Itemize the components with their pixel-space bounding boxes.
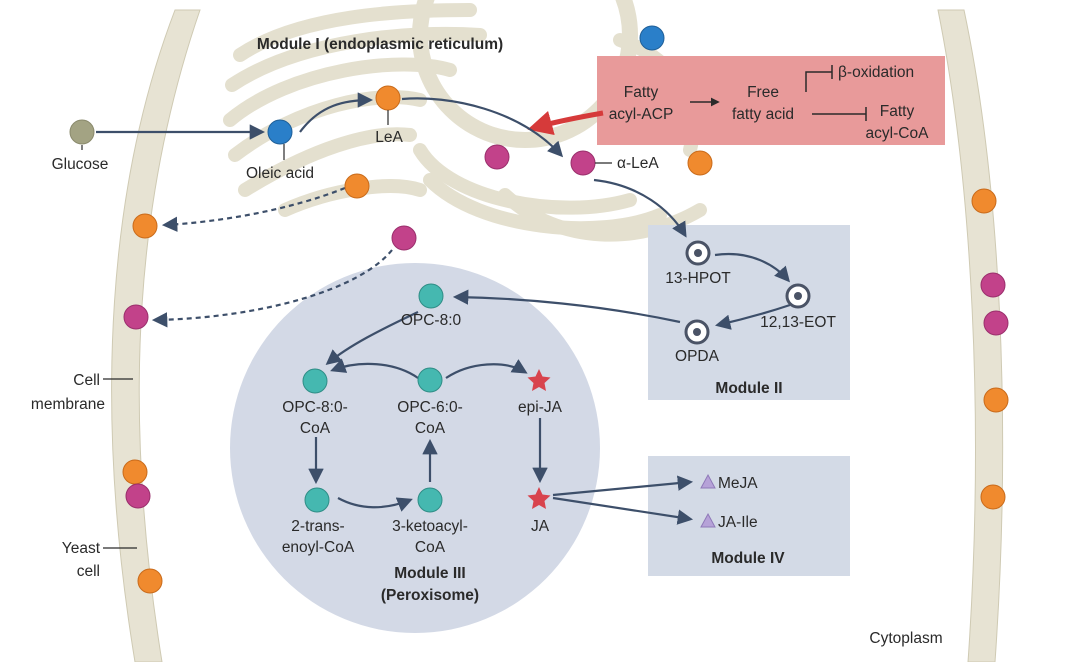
module-i-title: Module I (endoplasmic reticulum) [257,36,503,53]
export-arrows [151,186,393,328]
opc80coa-label-1: OPC-8:0- [282,399,347,416]
fatty-acyl-coa-label-2: acyl-CoA [866,125,930,142]
module-iii-subtitle: (Peroxisome) [381,587,479,604]
orange-dot-right [687,150,713,176]
opc80coa-dot [302,368,328,394]
ketoacyl-label-1: 3-ketoacyl- [392,518,468,535]
trans-enoyl-dot [304,487,330,513]
eot-ring [785,283,811,309]
membrane-magenta-2 [125,483,151,509]
lea-dot [375,85,401,111]
alpha-lea-export-arrow [151,249,393,328]
free-fatty-acid-label-1: Free [747,84,779,101]
opc80-dot [418,283,444,309]
opc60coa-to-opc80coa-arrow [330,358,419,379]
module-ii-title: Module II [715,380,782,397]
trans-to-keto-arrow [337,497,413,512]
epi-ja-star [527,369,551,391]
module-iii-title: Module III [394,565,465,582]
opc60coa-label-1: OPC-6:0- [397,399,462,416]
oleic-acid-label: Oleic acid [246,165,314,182]
glucose-label: Glucose [52,156,109,173]
opc60coa-dot [417,367,443,393]
peroxisome [230,263,600,633]
fatty-acyl-acp-label-1: Fatty [624,84,659,101]
red-supply-arrow [527,110,604,136]
membrane-orange-right-2 [983,387,1009,413]
magenta-dot-er-low [391,225,417,251]
opc60coa-label-2: CoA [415,420,446,437]
hpot-label: 13-HPOT [665,270,731,287]
trans-enoyl-label-2: enoyl-CoA [282,539,355,556]
ja-to-jaile-arrow [552,496,694,525]
lea-label: LeA [375,129,403,146]
ja-to-meja-arrow [552,475,694,497]
jaile-label: JA-Ile [718,514,758,531]
eot-label: 12,13-EOT [760,314,836,331]
blue-dot-top [639,25,665,51]
glucose-dot [69,119,95,145]
ketoacyl-label-2: CoA [415,539,446,556]
alpha-lea-label: α-LeA [617,155,659,172]
module-ii-box [648,225,850,400]
membrane-magenta-right-2 [983,310,1009,336]
alpha-lea-dot [570,150,596,176]
hpot-ring [685,240,711,266]
opda-label: OPDA [675,348,720,365]
alpha-lea-to-hpot-arrow [593,178,687,238]
oleic-to-lea-arrow [299,92,374,133]
oleic-acid-dot [267,119,293,145]
fatty-acyl-acp-label-2: acyl-ACP [609,106,674,123]
trans-enoyl-label-1: 2-trans- [291,518,344,535]
cell-membrane-label-2: membrane [31,396,105,413]
membrane-orange-right-3 [980,484,1006,510]
opda-to-opc80-arrow [452,289,681,324]
opc80coa-label-2: CoA [300,420,331,437]
magenta-dot-er [484,144,510,170]
opda-ring [684,319,710,345]
pathway-arrows [96,92,791,525]
membrane-magenta-right-1 [980,272,1006,298]
cell-membrane-label-1: Cell [73,372,100,389]
yeast-cell-label-1: Yeast [62,540,101,557]
ja-label: JA [531,518,550,535]
lea-to-alpha-lea-arrow [401,97,564,158]
ja-star [527,487,551,509]
meja-triangle [700,473,716,489]
fatty-acyl-coa-label-1: Fatty [880,103,915,120]
membrane-orange-right-1 [971,188,997,214]
free-fatty-acid-label-2: fatty acid [732,106,794,123]
module-iv-title: Module IV [711,550,785,567]
eot-to-opda-arrow [714,303,791,330]
inhibit-beta-oxidation-line [805,71,832,92]
fatty-acid-box [597,56,945,145]
meja-label: MeJA [718,475,758,492]
leader-lines [81,110,612,549]
opc80-to-opc80coa-arrow [325,311,419,365]
orange-dot-er [344,173,370,199]
beta-oxidation-label: β-oxidation [838,64,914,81]
ketoacyl-dot [417,487,443,513]
membrane-orange-3 [137,568,163,594]
jaile-triangle [700,512,716,528]
molecules [69,25,1009,594]
cytoplasm-label: Cytoplasm [869,630,942,647]
lea-export-arrow [161,186,346,233]
membrane-orange-2 [122,459,148,485]
epi-ja-label: epi-JA [518,399,563,416]
opc60coa-to-epija-arrow [445,359,528,379]
yeast-cell-label-2: cell [77,563,100,580]
opc80-label: OPC-8:0 [401,312,462,329]
membrane-magenta-1 [123,304,149,330]
membrane-orange-1 [132,213,158,239]
hpot-to-eot-arrow [714,252,791,283]
